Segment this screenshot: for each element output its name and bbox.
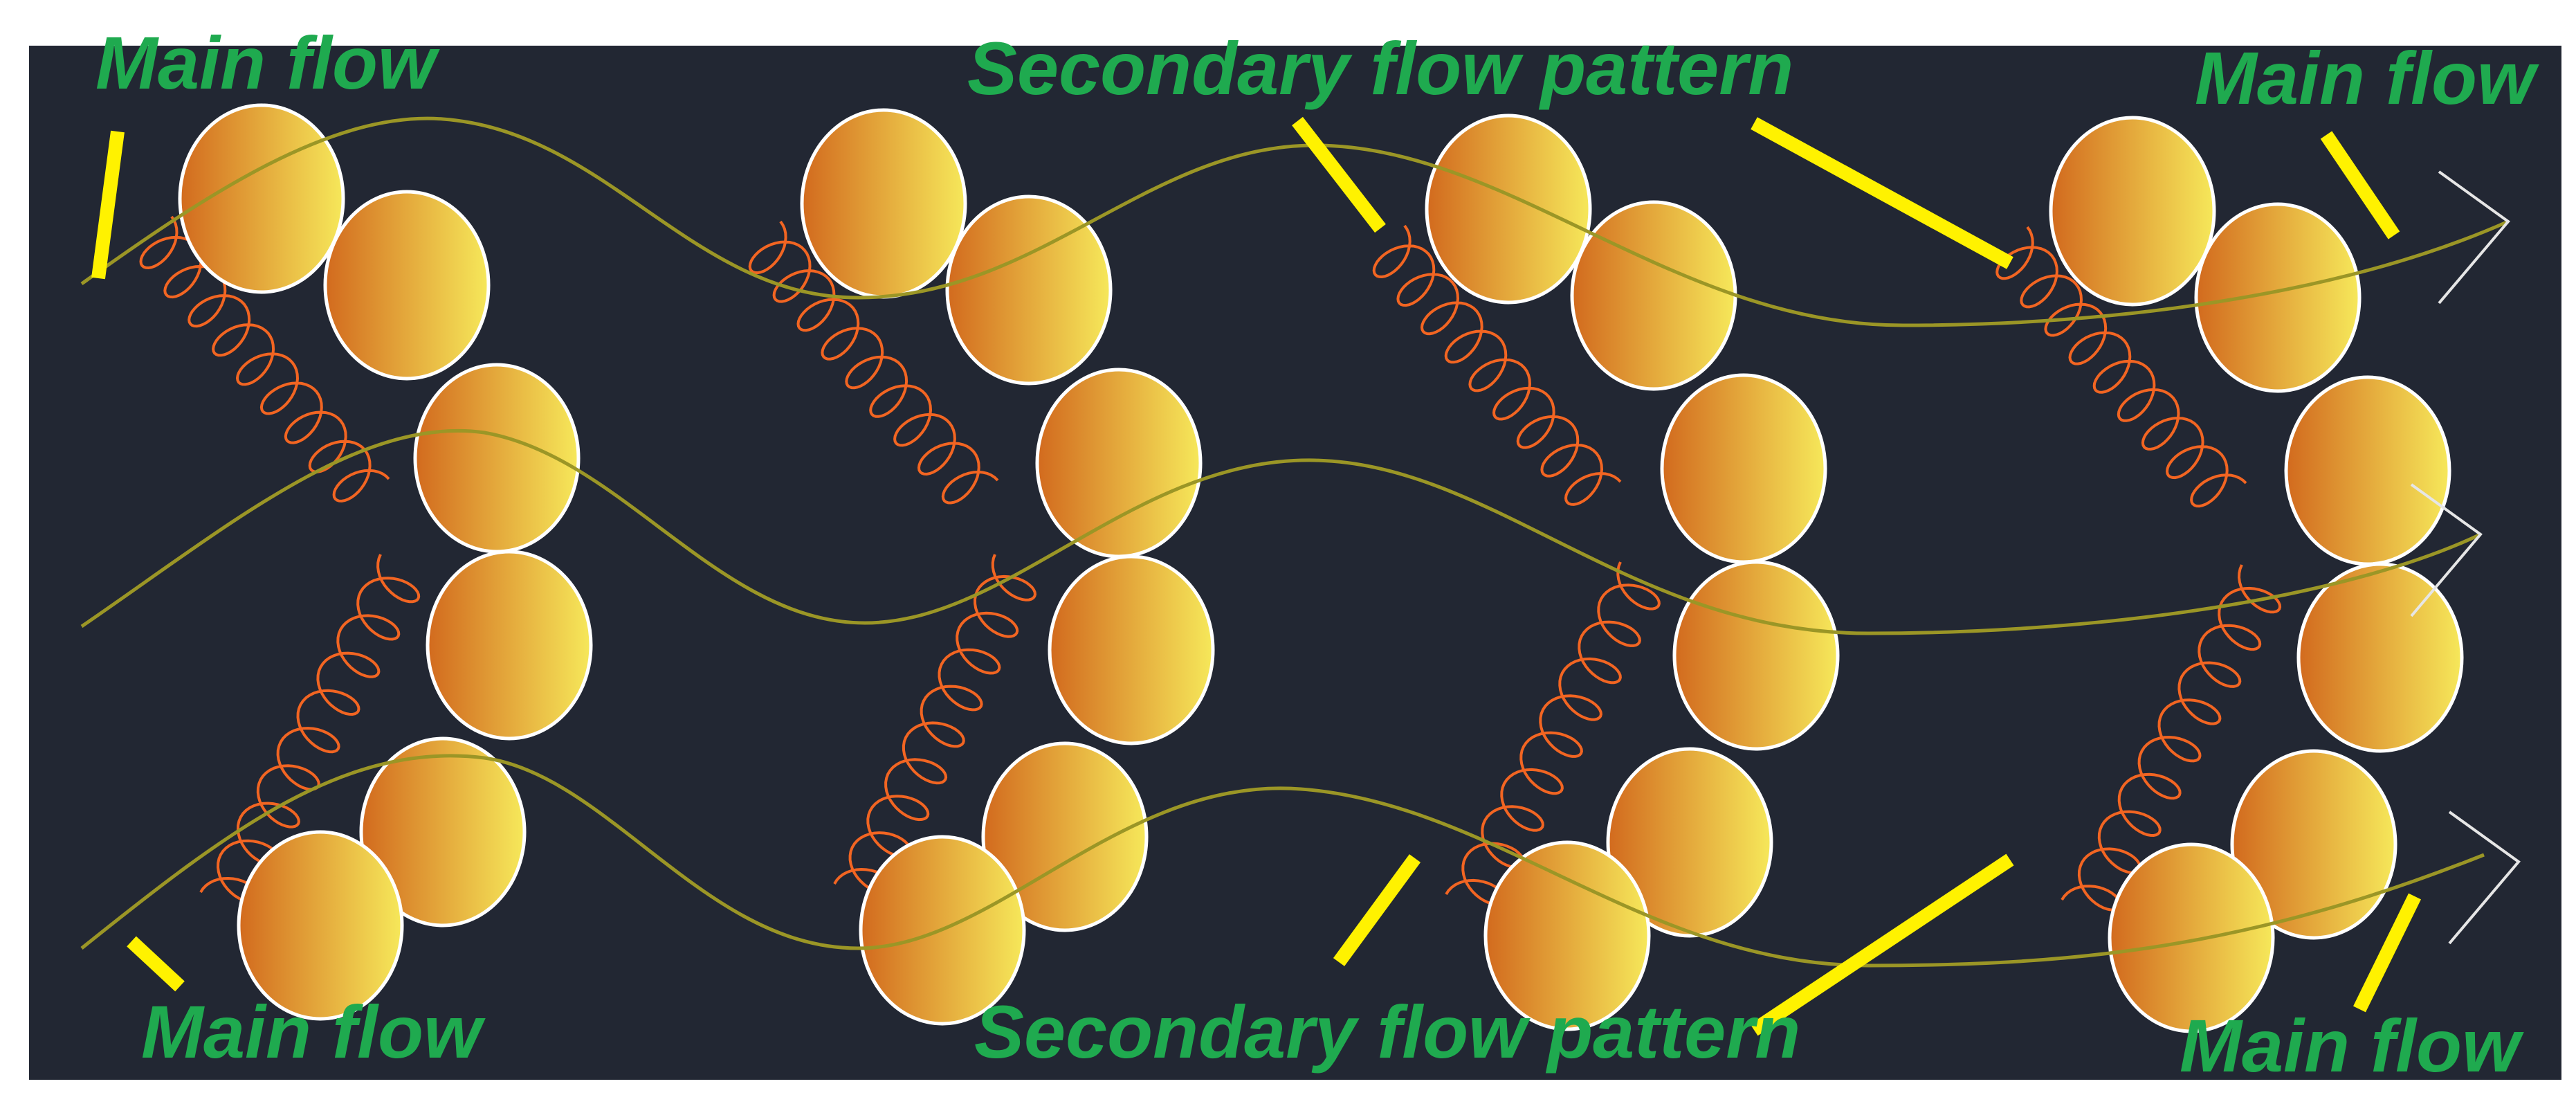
labels: Main flow Secondary flow pattern Main fl… xyxy=(95,21,2539,1087)
particle xyxy=(323,190,491,381)
label-pointer-line xyxy=(2353,893,2421,1013)
particle xyxy=(2296,562,2464,753)
secondary-flow-coil xyxy=(1995,226,2247,508)
particle xyxy=(1606,747,1773,938)
chevron-right-arrow-icon xyxy=(2438,170,2510,305)
particle xyxy=(2108,842,2275,1033)
particle xyxy=(1660,373,1827,564)
chevron-right-arrow-icon xyxy=(2448,811,2521,945)
particle xyxy=(1483,840,1651,1031)
particle xyxy=(2049,116,2216,307)
particle xyxy=(2194,202,2362,393)
label-pointer-line xyxy=(91,130,125,280)
flow-direction-arrows xyxy=(2410,170,2521,945)
label-main-flow-bottom-left: Main flow xyxy=(141,990,486,1074)
particle xyxy=(359,736,527,928)
label-pointer-line xyxy=(2320,131,2400,239)
particle xyxy=(2230,749,2397,940)
particle xyxy=(1425,114,1592,305)
chevron-right-arrow-icon xyxy=(2410,483,2483,617)
label-pointers xyxy=(91,116,2421,1036)
particle xyxy=(800,108,967,299)
main-flow-lines xyxy=(80,116,2510,968)
label-main-flow-top-right: Main flow xyxy=(2195,36,2539,120)
main-flow-line xyxy=(80,116,2510,327)
label-pointer-line xyxy=(1750,853,2014,1036)
particle xyxy=(1048,554,1215,745)
particle xyxy=(1570,200,1737,391)
secondary-flow-coil xyxy=(1372,224,1622,506)
particle-chain-2 xyxy=(800,108,1215,1026)
particle-chain-4 xyxy=(2049,116,2464,1033)
main-flow-line xyxy=(80,754,2485,968)
particle xyxy=(426,550,593,741)
particle xyxy=(945,194,1113,386)
particle-chain-3 xyxy=(1425,114,1840,1031)
label-main-flow-bottom-right: Main flow xyxy=(2180,1004,2524,1087)
label-pointer-line xyxy=(1333,854,1421,966)
particle-chains xyxy=(178,103,2464,1033)
particle-chain-1 xyxy=(178,103,593,1021)
label-secondary-flow-bottom: Secondary flow pattern xyxy=(974,990,1800,1074)
label-pointer-line xyxy=(1751,117,2013,269)
label-pointer-line xyxy=(1292,116,1386,233)
label-secondary-flow-top: Secondary flow pattern xyxy=(967,26,1793,110)
particle xyxy=(2284,375,2451,566)
particle xyxy=(981,741,1149,932)
label-main-flow-top-left: Main flow xyxy=(95,21,440,105)
secondary-flow-coil xyxy=(139,215,390,503)
particle xyxy=(1035,368,1203,559)
label-pointer-line xyxy=(127,936,185,992)
main-flow-line xyxy=(80,428,2482,635)
secondary-flow-coil xyxy=(748,220,999,505)
particle xyxy=(237,830,404,1021)
particle xyxy=(178,103,345,294)
particle xyxy=(1672,560,1840,751)
